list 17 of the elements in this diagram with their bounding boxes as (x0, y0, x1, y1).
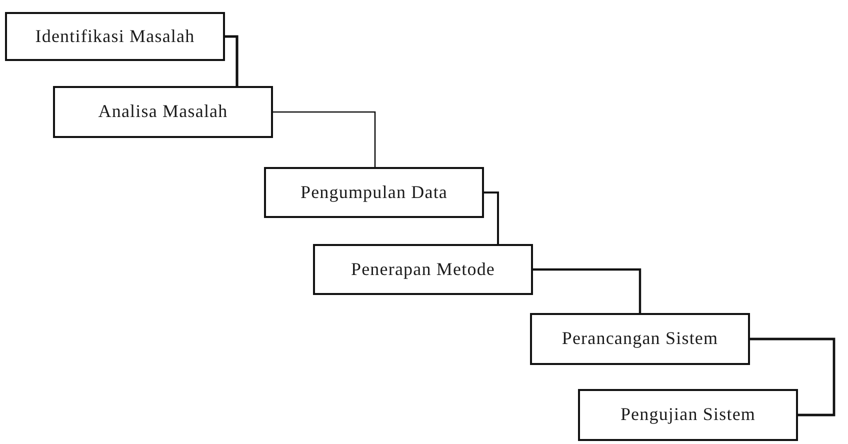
step-label: Pengujian Sistem (620, 404, 756, 426)
process-box (313, 244, 533, 295)
step-label: Penerapan Metode (350, 258, 496, 280)
process-box (264, 167, 484, 218)
step-label: Pengumpulan Data (300, 182, 448, 204)
step-label: Perancangan Sistem (562, 328, 718, 350)
connector-line (225, 35, 238, 86)
process-box (5, 12, 225, 61)
process-box (530, 313, 750, 365)
connector-line (533, 268, 642, 313)
process-box (53, 86, 273, 138)
step-label: Analisa Masalah (98, 101, 228, 123)
connector-line (484, 192, 499, 244)
connector-line (750, 338, 836, 416)
connector-line (273, 111, 376, 167)
step-label: Identifikasi Masalah (35, 26, 195, 48)
process-box (578, 389, 798, 441)
